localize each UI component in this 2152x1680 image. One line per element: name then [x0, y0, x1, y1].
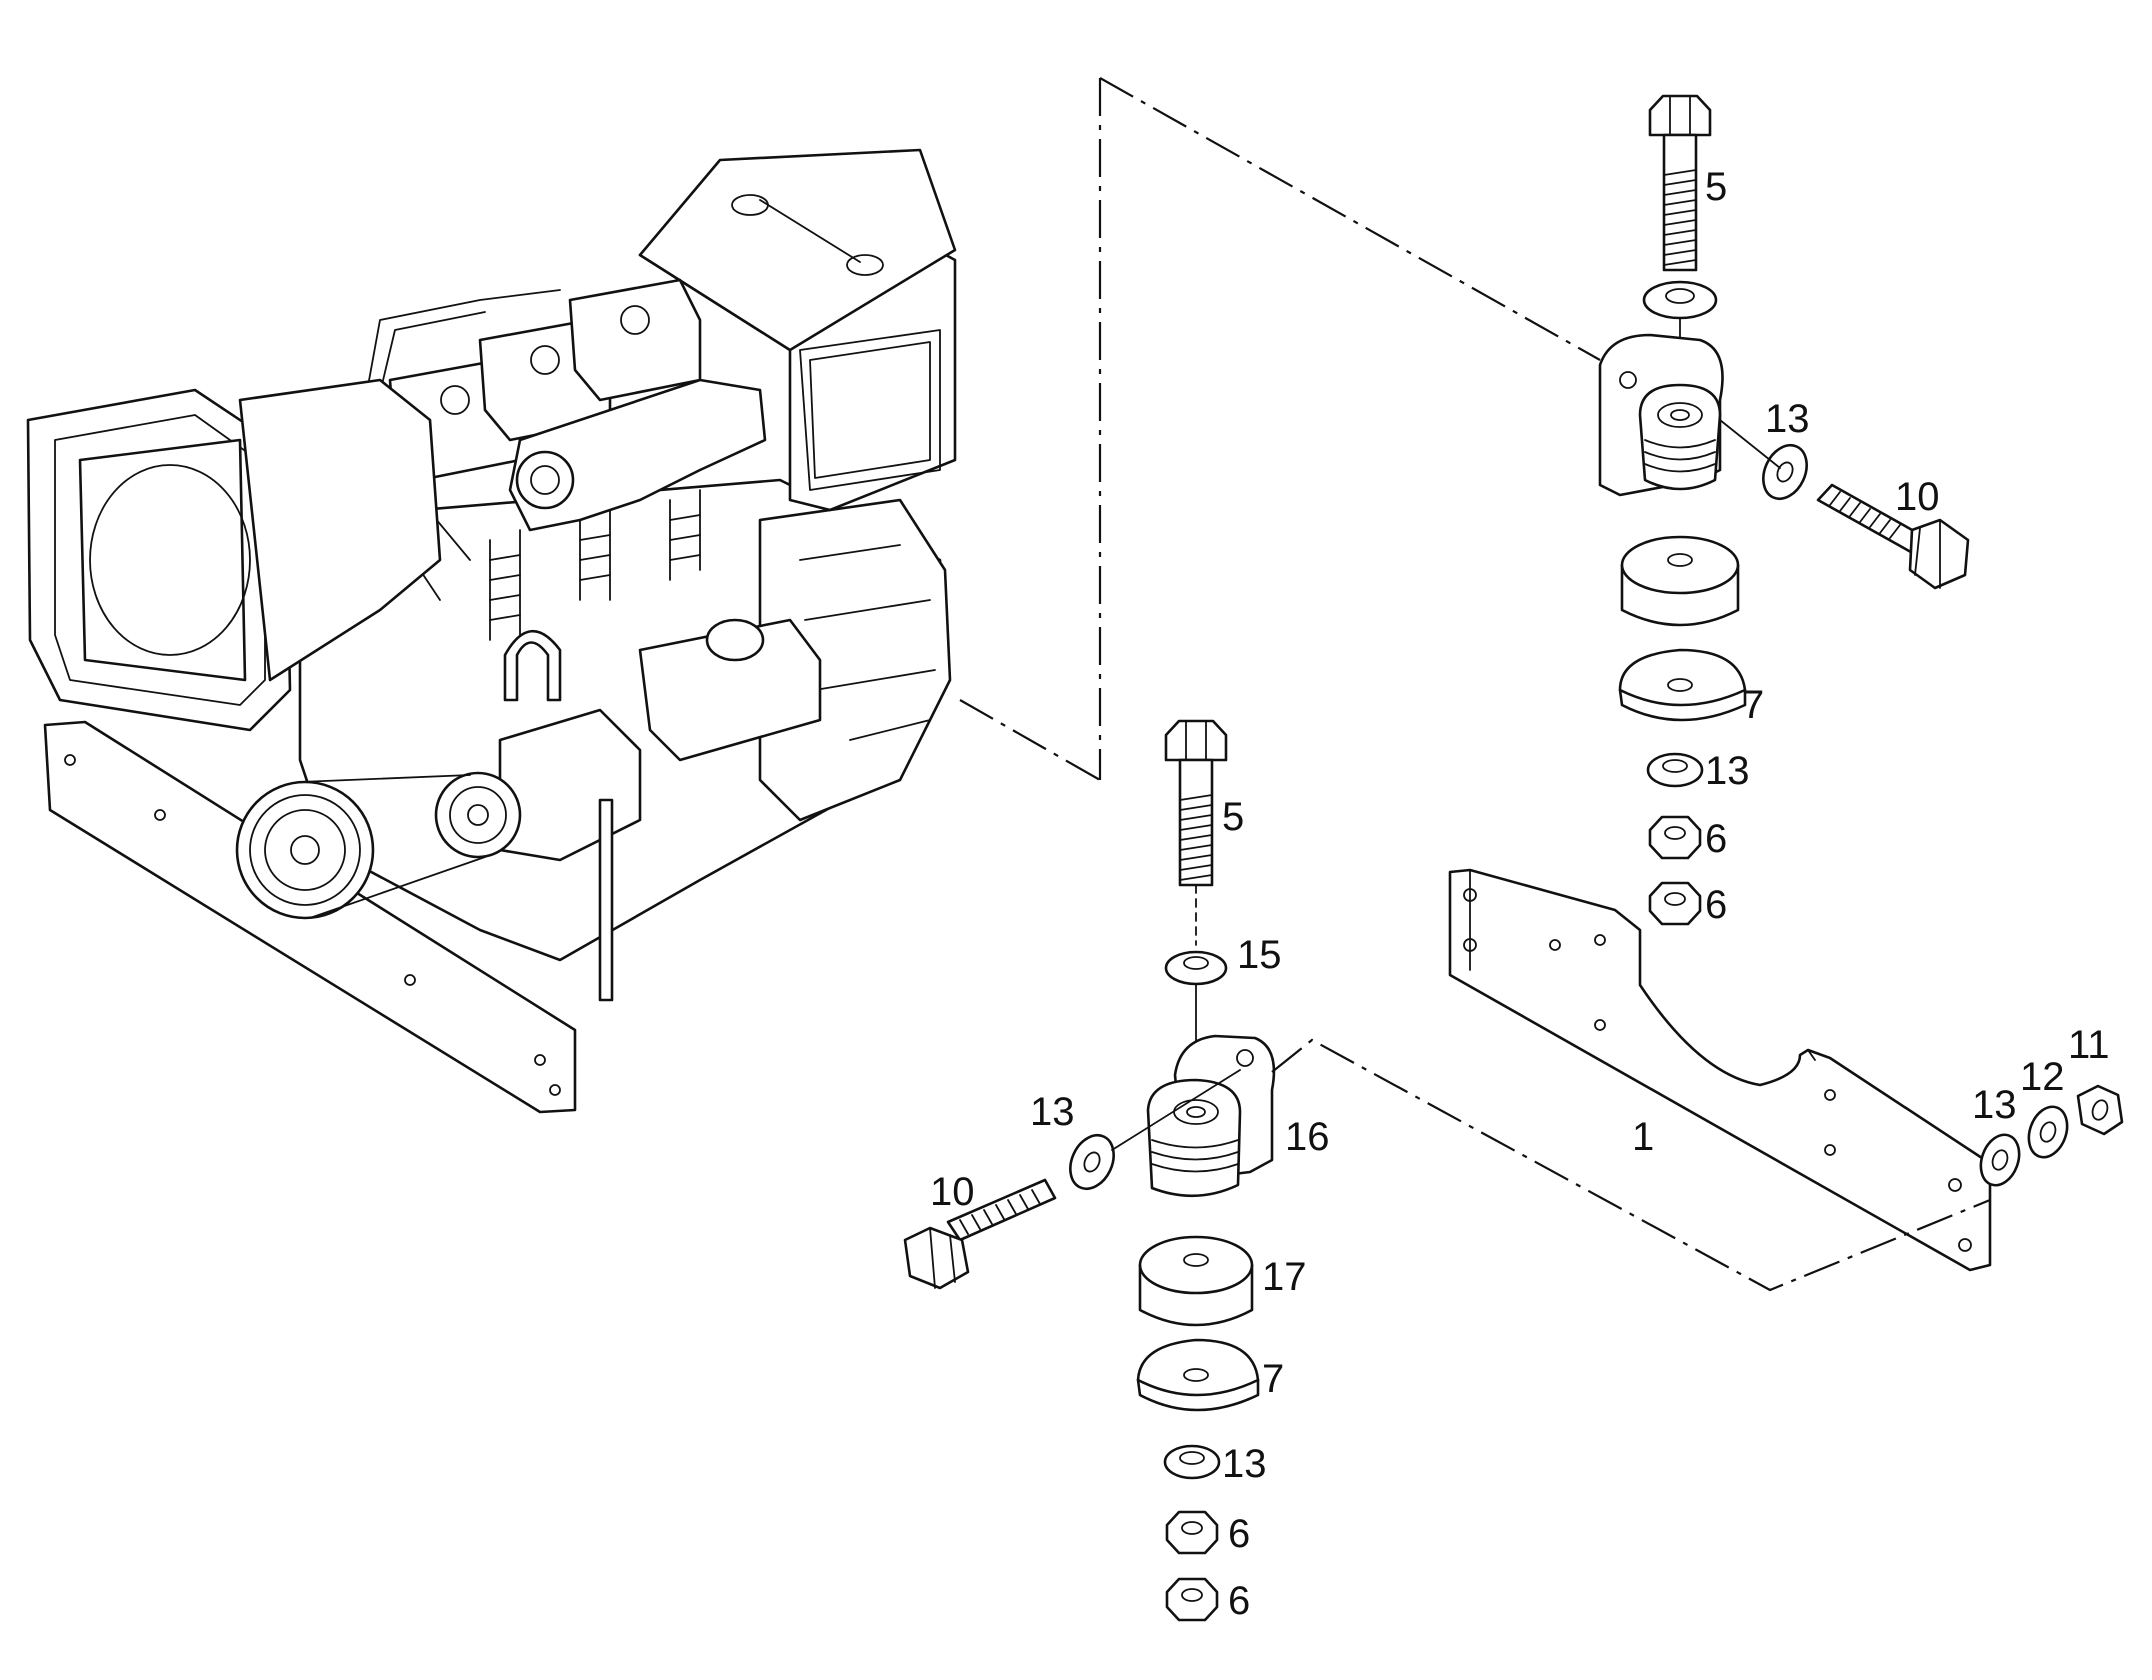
lifting-eye: [503, 629, 562, 702]
bottom-hex-nut-2: [1165, 1577, 1219, 1622]
bracket-washer: [1979, 1133, 2021, 1187]
fuel-lines: [359, 289, 561, 601]
callout-bottom-rubber: 17: [1262, 1255, 1307, 1299]
v-belt: [299, 774, 486, 919]
callout-bottom-washer: 13: [1222, 1442, 1267, 1486]
assembly-centerlines: [959, 77, 1991, 1292]
callout-labels: 5 13 10 7 13 6 6 5 15 16 13 10 17 7 13 6…: [930, 165, 2110, 1623]
top-hex-bolt: [1648, 94, 1712, 272]
callout-bottom-mount: 16: [1285, 1115, 1330, 1159]
bottom-side-bolt: [903, 1178, 1057, 1290]
bracket-lock-washer: [2027, 1105, 2069, 1159]
bottom-hex-bolt: [1164, 719, 1228, 887]
callout-top-washer: 13: [1705, 749, 1750, 793]
oil-dipstick: [598, 798, 614, 1002]
bottom-hex-nut-1: [1165, 1510, 1219, 1555]
bracket-hex-nut: [2076, 1084, 2124, 1136]
bottom-washer-lower: [1163, 1444, 1221, 1480]
top-engine-mount: [1598, 333, 1724, 497]
bottom-washer-upper: [1164, 950, 1228, 986]
callout-bottom-nut-b: 6: [1228, 1579, 1250, 1623]
top-hex-nut-2: [1648, 881, 1702, 926]
top-washer-upper: [1642, 280, 1718, 320]
callout-top-cup: 7: [1742, 683, 1764, 727]
callout-bottom-side-bolt: 10: [930, 1170, 975, 1214]
callout-bottom-washer-top: 15: [1237, 933, 1282, 977]
crankshaft-pulley: [235, 780, 375, 920]
bottom-side-washer: [1069, 1133, 1115, 1191]
support-bracket: [1448, 868, 1992, 1272]
cylinder-head-3: [568, 278, 702, 402]
bottom-engine-mount: [1146, 1034, 1276, 1198]
engine-assembly: [26, 148, 957, 1114]
top-rubber-cushion: [1620, 535, 1740, 627]
callout-bottom-side-washer: 13: [1030, 1090, 1075, 1134]
bottom-rubber-cushion: [1138, 1235, 1254, 1327]
intake-duct: [238, 378, 442, 682]
callout-bracket-lock-washer: 12: [2020, 1055, 2065, 1099]
callout-bracket-nut: 11: [2068, 1023, 2110, 1067]
callout-bracket-washer: 13: [1972, 1083, 2017, 1127]
bottom-cup-washer: [1136, 1338, 1260, 1412]
top-side-bolt: [1816, 483, 1970, 590]
starter-motor: [638, 618, 822, 762]
callout-bottom-cup: 7: [1262, 1357, 1284, 1401]
callout-top-nut-b: 6: [1705, 883, 1727, 927]
bottom-mount-stack: [903, 719, 1276, 1622]
callout-top-side-washer: 13: [1765, 397, 1810, 441]
exhaust-manifold: [508, 378, 767, 532]
callout-top-side-bolt: 10: [1895, 475, 1940, 519]
callout-top-bolt: 5: [1705, 165, 1727, 209]
top-mount-stack: [1598, 94, 1970, 926]
top-side-washer: [1762, 443, 1808, 501]
top-hex-nut-1: [1648, 815, 1702, 860]
callout-top-nut-a: 6: [1705, 817, 1727, 861]
flywheel-housing: [758, 498, 952, 822]
top-washer-lower: [1646, 752, 1704, 788]
callout-bracket: 1: [1632, 1115, 1654, 1159]
top-cup-washer: [1618, 648, 1747, 722]
callout-bottom-nut-a: 6: [1228, 1512, 1250, 1556]
callout-bottom-bolt: 5: [1222, 795, 1244, 839]
